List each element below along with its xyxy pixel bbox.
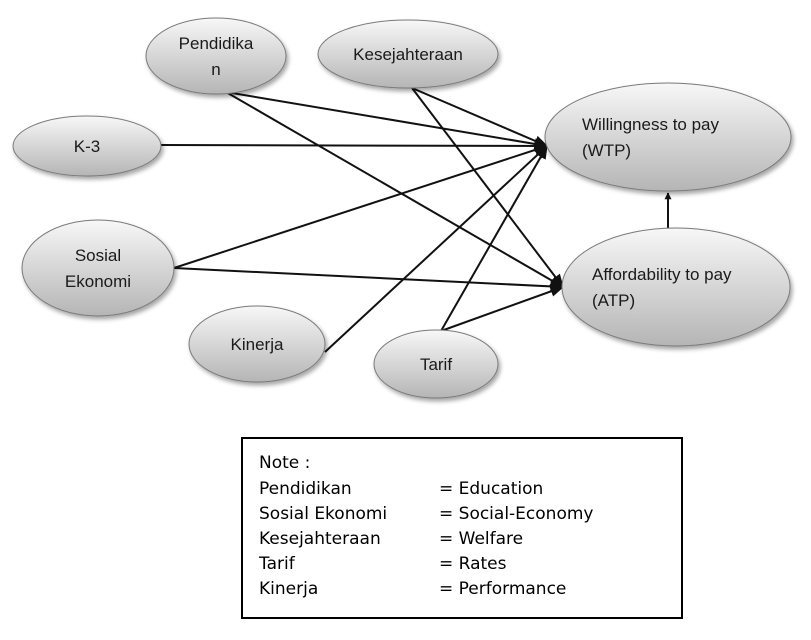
node-label: (WTP) [582, 141, 631, 160]
node-label: Tarif [420, 355, 452, 374]
note-definition: = Education [439, 479, 544, 499]
edge-pendidikan-atp [225, 91, 565, 288]
note-definition: = Performance [439, 579, 567, 599]
note-definition: = Social-Economy [439, 504, 594, 524]
node-ellipse [561, 227, 791, 347]
note-term: Kinerja [259, 579, 319, 599]
node-label: Affordability to pay [592, 265, 732, 284]
node-label: Pendidika [179, 34, 254, 53]
node-atp: Affordability to pay (ATP) [561, 227, 791, 347]
note-definition: = Welfare [439, 529, 524, 549]
path-diagram: Pendidika n KesejahteraanK-3SosialEkonomiK… [12, 17, 792, 399]
node-kesejahteraan: Kesejahteraan [317, 19, 499, 89]
edge-sosial-atp [173, 267, 565, 292]
node-ellipse [188, 305, 326, 383]
node-ellipse [544, 82, 792, 192]
node-label: K-3 [74, 137, 100, 156]
note-term: Tarif [259, 554, 295, 574]
node-pendidikan: Pendidika n [145, 17, 287, 95]
note-row-pendidikan: Pendidikan = Education [259, 479, 679, 503]
node-label: Sosial [75, 246, 121, 265]
note-row-kesejahteraan: Kesejahteraan = Welfare [259, 529, 679, 553]
note-legend-box: Note : Pendidikan = Education Sosial Eko… [241, 437, 683, 619]
edge-tarif-wtp [440, 144, 548, 332]
edge-kesejahteraan-atp [411, 87, 564, 289]
node-label: n [211, 60, 220, 79]
node-label: Kesejahteraan [353, 45, 463, 64]
edges [160, 87, 672, 353]
edge-kinerja-wtp [324, 145, 549, 353]
edge-kesejahteraan-wtp [411, 87, 549, 147]
node-wtp: Willingness to pay (WTP) [544, 82, 792, 192]
note-term: Sosial Ekonomi [259, 504, 388, 524]
node-kinerja: Kinerja [188, 305, 326, 383]
note-row-kinerja: Kinerja = Performance [259, 579, 679, 603]
node-ellipse [373, 329, 499, 399]
note-row-sosial-ekonomi: Sosial Ekonomi = Social-Economy [259, 504, 679, 528]
node-ellipse [21, 219, 175, 317]
node-k3: K-3 [12, 115, 162, 177]
node-ellipse [317, 19, 499, 89]
note-definition: = Rates [439, 554, 507, 574]
note-term: Kesejahteraan [259, 529, 381, 549]
node-tarif: Tarif [373, 329, 499, 399]
node-label: Ekonomi [65, 272, 131, 291]
edge-sosial-wtp [173, 144, 549, 269]
edge-tarif-atp [440, 286, 565, 332]
edge-k3-wtp [160, 140, 549, 152]
node-label: Willingness to pay [582, 115, 720, 134]
node-ellipse [12, 115, 162, 177]
note-title: Note : [259, 453, 311, 473]
nodes: Pendidika n KesejahteraanK-3SosialEkonomiK… [12, 17, 792, 399]
node-ellipse [145, 17, 287, 95]
edge-pendidikan-wtp [225, 91, 549, 150]
note-row-tarif: Tarif = Rates [259, 554, 679, 578]
node-label: (ATP) [592, 291, 635, 310]
node-label: Kinerja [231, 335, 284, 354]
note-term: Pendidikan [259, 479, 352, 499]
